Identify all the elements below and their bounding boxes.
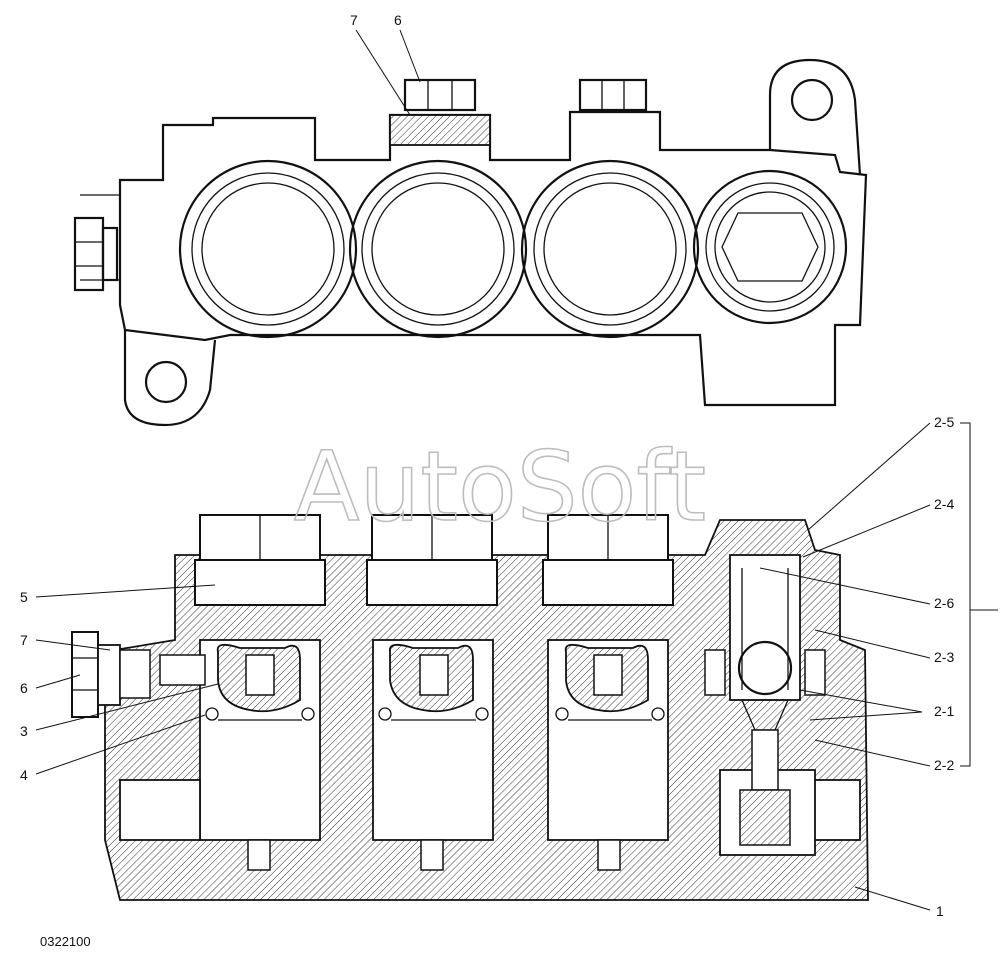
callout-6-side: 6 — [20, 680, 28, 696]
callout-1: 1 — [936, 903, 944, 919]
section-view-valve-body — [71, 514, 869, 901]
port-bores — [178, 159, 848, 339]
check-poppets — [216, 643, 649, 713]
drawing-number: 0322100 — [40, 934, 91, 949]
relief-valve-cartridge — [704, 554, 826, 846]
cartridge-plugs — [194, 514, 674, 606]
callout-2-6: 2-6 — [934, 595, 954, 611]
stems — [247, 839, 621, 871]
o-rings — [205, 707, 665, 721]
callout-5: 5 — [20, 589, 28, 605]
callout-2-1: 2-1 — [934, 703, 954, 719]
callout-3: 3 — [20, 723, 28, 739]
side-plug-section — [71, 631, 151, 718]
callout-2-5: 2-5 — [934, 414, 954, 430]
left-plug-top — [73, 216, 119, 292]
leader-lines — [35, 29, 998, 911]
top-plug-hex — [389, 78, 648, 146]
callout-6-top: 6 — [394, 12, 402, 28]
watermark-text: AutoSoft — [294, 431, 706, 543]
callout-2-3: 2-3 — [934, 649, 954, 665]
top-view-valve-body — [73, 58, 868, 427]
callout-7-side: 7 — [20, 632, 28, 648]
callout-2-2: 2-2 — [934, 757, 954, 773]
callout-labels: 7 6 5 7 6 3 4 2-5 2-4 2-6 2-3 2-1 2-2 1 … — [20, 12, 954, 949]
callout-2-4: 2-4 — [934, 496, 954, 512]
callout-4: 4 — [20, 767, 28, 783]
callout-7-top: 7 — [350, 12, 358, 28]
